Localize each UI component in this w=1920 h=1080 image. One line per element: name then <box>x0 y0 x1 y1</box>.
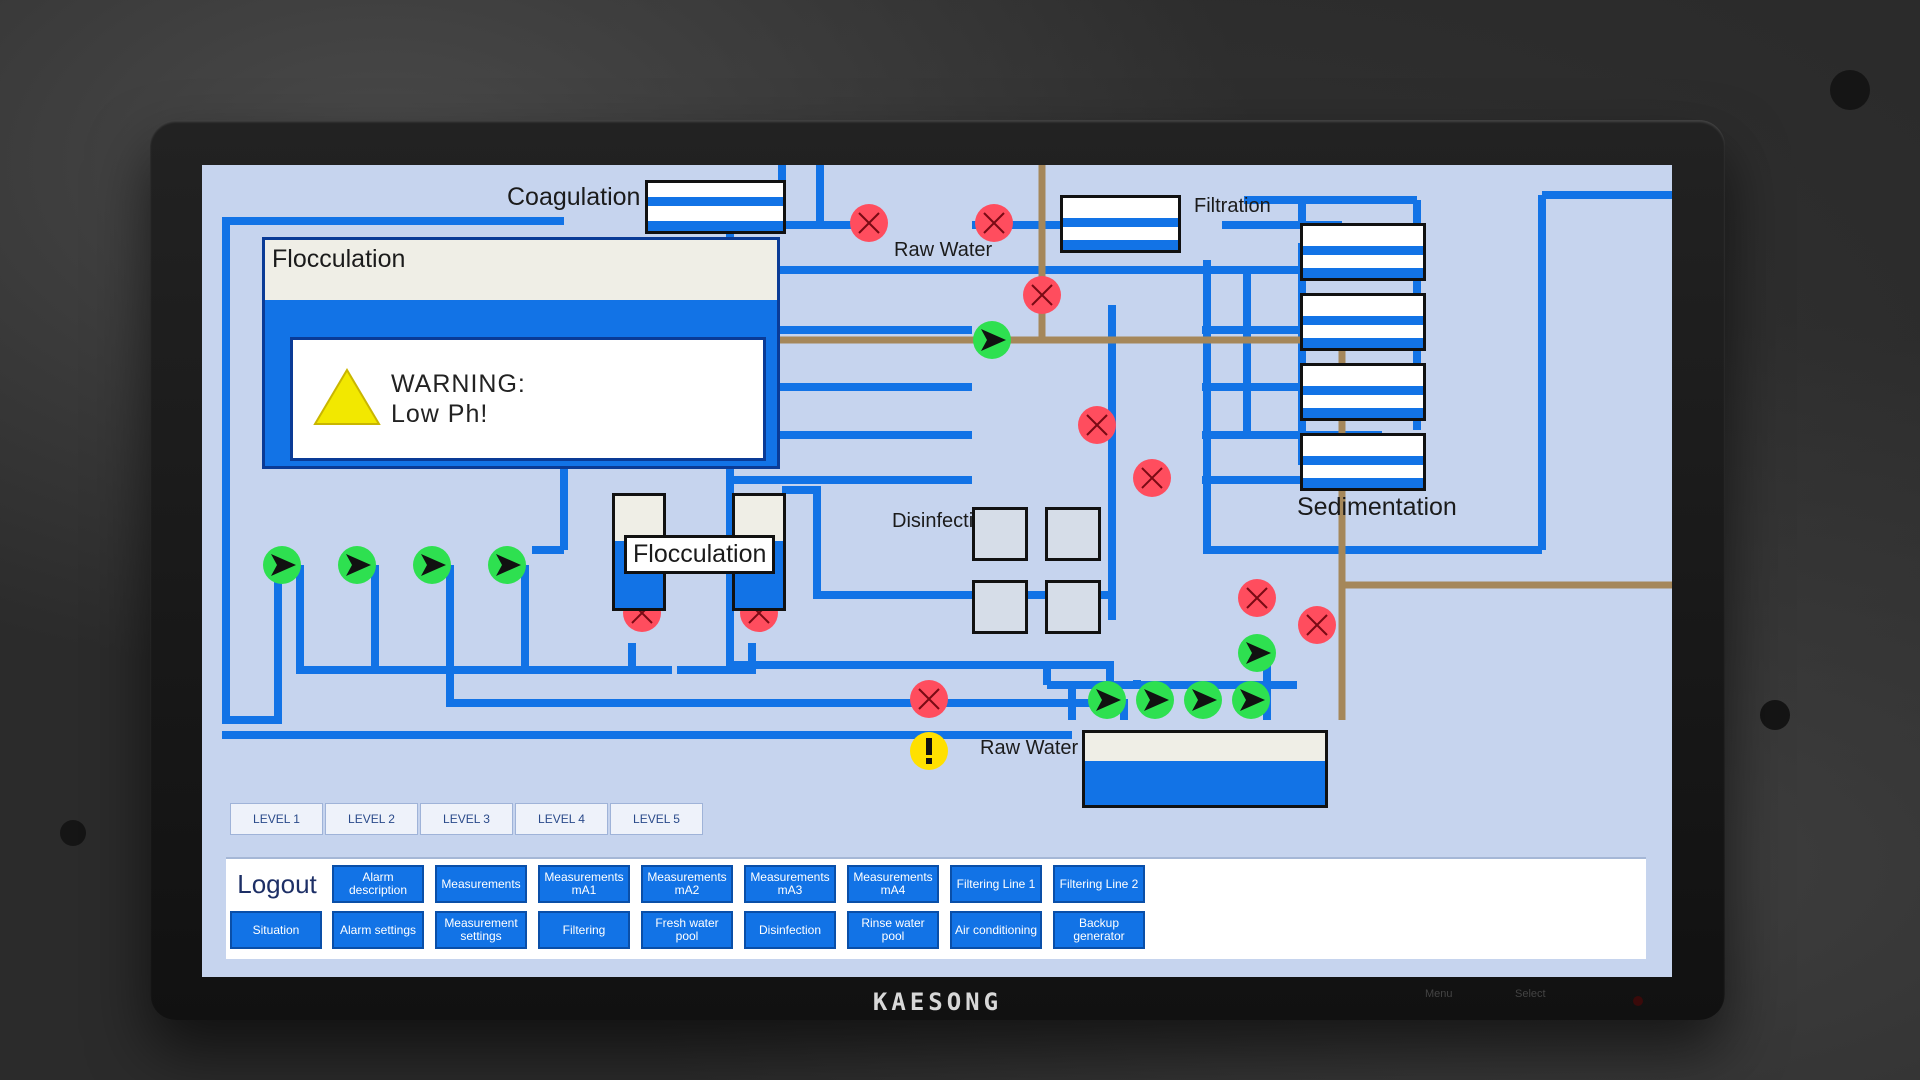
raw-water-valve-1-fault-icon[interactable] <box>850 204 888 242</box>
raw-water-pump-2-icon[interactable] <box>1136 681 1174 719</box>
raw-water-valve-2-fault-icon[interactable] <box>975 204 1013 242</box>
situation-button[interactable]: Situation <box>230 911 322 949</box>
filtration-valve-fault-icon[interactable] <box>1078 406 1116 444</box>
measurements-ma4-button[interactable]: Measurements mA4 <box>847 865 939 903</box>
warning-dialog: WARNING: Low Ph! <box>290 337 766 461</box>
measurement-settings-button[interactable]: Measurement settings <box>435 911 527 949</box>
raw-water-alert-icon[interactable] <box>910 732 948 770</box>
raw-water-tank <box>1082 730 1328 808</box>
coagulation-tank <box>645 180 786 234</box>
fresh-water-pool-button[interactable]: Fresh water pool <box>641 911 733 949</box>
monitor-brand-logo: KAESONG <box>872 988 1003 1016</box>
warning-title: WARNING: <box>391 370 526 398</box>
disinfection-unit-2 <box>1045 507 1101 561</box>
wall-spot <box>1760 700 1790 730</box>
scada-screen: Coagulation Flocculation WARNING: Low Ph… <box>202 165 1672 977</box>
filtering-line-1-button[interactable]: Filtering Line 1 <box>950 865 1042 903</box>
measurements-ma1-button[interactable]: Measurements mA1 <box>538 865 630 903</box>
rinse-water-pool-button[interactable]: Rinse water pool <box>847 911 939 949</box>
air-conditioning-button[interactable]: Air conditioning <box>950 911 1042 949</box>
flocculation-pump-3-icon[interactable] <box>413 546 451 584</box>
raw-water-top-label: Raw Water <box>894 239 993 261</box>
backup-generator-button[interactable]: Backup generator <box>1053 911 1145 949</box>
disinfection-unit-3 <box>972 580 1028 634</box>
sedimentation-tank-3 <box>1300 363 1426 421</box>
transfer-valve-fault-icon[interactable] <box>1238 579 1276 617</box>
power-indicator <box>1633 996 1643 1006</box>
logout-button[interactable]: Logout <box>237 868 317 899</box>
sedimentation-tank-2 <box>1300 293 1426 351</box>
disinfection-unit-4 <box>1045 580 1101 634</box>
chemical-pipes <box>732 165 1672 720</box>
sedimentation-label: Sedimentation <box>1297 493 1457 521</box>
disinfection-unit-1 <box>972 507 1028 561</box>
sedimentation-tank-1 <box>1300 223 1426 281</box>
bezel-menu-label: Menu <box>1425 988 1453 1000</box>
tab-level-1[interactable]: LEVEL 1 <box>230 803 323 835</box>
raw-water-pump-1-icon[interactable] <box>1088 681 1126 719</box>
flocculation-small-label: Flocculation <box>624 535 776 574</box>
disinfection-button[interactable]: Disinfection <box>744 911 836 949</box>
warning-message: Low Ph! <box>391 400 489 428</box>
transfer-pump-icon[interactable] <box>1238 634 1276 672</box>
monitor: Coagulation Flocculation WARNING: Low Ph… <box>150 120 1725 1020</box>
navigation-panel: Logout Alarm description Measurements Me… <box>226 857 1646 959</box>
coagulation-label: Coagulation <box>507 183 641 211</box>
wall-spot <box>1830 70 1870 110</box>
main-line-pump-icon[interactable] <box>973 321 1011 359</box>
flocculation-main-label: Flocculation <box>272 245 406 273</box>
flocculation-pump-1-icon[interactable] <box>263 546 301 584</box>
wall-spot <box>60 820 86 846</box>
raw-water-pump-4-icon[interactable] <box>1232 681 1270 719</box>
chemical-valve-fault-icon[interactable] <box>1023 276 1061 314</box>
raw-water-bottom-label: Raw Water <box>980 737 1079 759</box>
disinfection-valve-fault-icon[interactable] <box>1133 459 1171 497</box>
raw-water-pump-3-icon[interactable] <box>1184 681 1222 719</box>
filtering-button[interactable]: Filtering <box>538 911 630 949</box>
level-tabs: LEVEL 1 LEVEL 2 LEVEL 3 LEVEL 4 LEVEL 5 <box>230 803 705 835</box>
warning-triangle-icon <box>313 368 381 425</box>
tab-level-3[interactable]: LEVEL 3 <box>420 803 513 835</box>
measurements-ma2-button[interactable]: Measurements mA2 <box>641 865 733 903</box>
alarm-description-button[interactable]: Alarm description <box>332 865 424 903</box>
tab-level-2[interactable]: LEVEL 2 <box>325 803 418 835</box>
alarm-settings-button[interactable]: Alarm settings <box>332 911 424 949</box>
sedimentation-tank-4 <box>1300 433 1426 491</box>
flocculation-pump-4-icon[interactable] <box>488 546 526 584</box>
measurements-ma3-button[interactable]: Measurements mA3 <box>744 865 836 903</box>
bezel-select-label: Select <box>1515 988 1546 1000</box>
measurements-button[interactable]: Measurements <box>435 865 527 903</box>
bottom-line-valve-fault-icon[interactable] <box>910 680 948 718</box>
filtration-label: Filtration <box>1194 195 1271 217</box>
tab-level-5[interactable]: LEVEL 5 <box>610 803 703 835</box>
tab-level-4[interactable]: LEVEL 4 <box>515 803 608 835</box>
filtering-line-2-button[interactable]: Filtering Line 2 <box>1053 865 1145 903</box>
disinfection-label: Disinfection <box>892 510 996 532</box>
chemical-line-valve-fault-icon[interactable] <box>1298 606 1336 644</box>
flocculation-pump-2-icon[interactable] <box>338 546 376 584</box>
filtration-tank <box>1060 195 1181 253</box>
